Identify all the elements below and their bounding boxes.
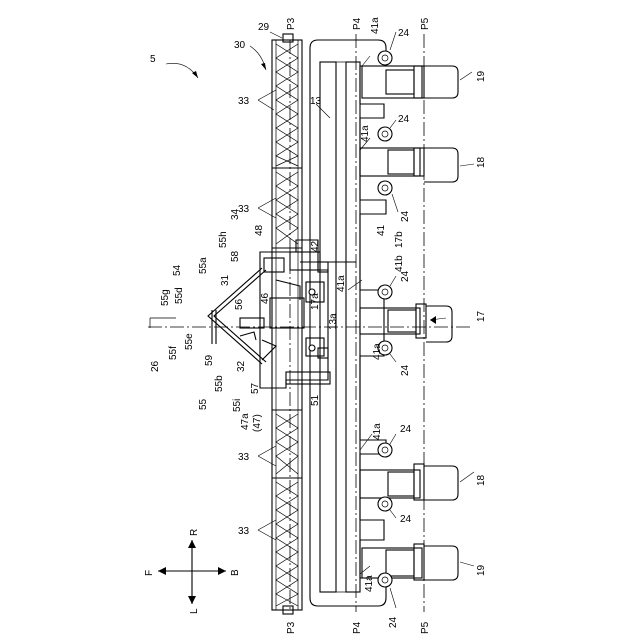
rollers-24 [378, 51, 392, 587]
label-24-8: 24 [388, 616, 399, 628]
compass-front: F [144, 570, 155, 576]
label-24-2: 24 [398, 114, 410, 125]
label-19-top: 19 [476, 70, 487, 82]
label-46: 46 [260, 292, 271, 304]
label-55e: 55e [184, 333, 195, 350]
label-55g: 55g [160, 289, 171, 306]
label-54: 54 [172, 264, 183, 276]
label-55b: 55b [214, 375, 225, 392]
main-frame-41 [310, 40, 386, 606]
label-55f: 55f [168, 346, 179, 360]
label-17a: 17a [310, 293, 321, 310]
label-13: 13 [310, 96, 322, 107]
label-48: 48 [254, 224, 265, 236]
label-58: 58 [230, 250, 241, 262]
label-41a-2: 41a [360, 125, 371, 142]
label-41a-6: 41a [364, 575, 375, 592]
reference-lines [148, 34, 470, 612]
label-56: 56 [234, 298, 245, 310]
label-24-4: 24 [400, 270, 411, 282]
label-47: (47) [252, 414, 263, 432]
label-26: 26 [150, 360, 161, 372]
label-59: 59 [204, 354, 215, 366]
label-24-5: 24 [400, 364, 411, 376]
label-47a: 47a [240, 413, 251, 430]
label-24-6: 24 [400, 424, 412, 435]
label-41b: 41b [394, 255, 405, 272]
wheel-unit-19-bottom [362, 544, 458, 580]
wheel-unit-18-top [360, 148, 458, 182]
label-p3-bottom: P3 [286, 621, 297, 634]
wheel-unit-18-bottom [360, 464, 458, 500]
label-41a-5: 41a [372, 423, 383, 440]
figure-labels: 5 30 29 P3 P4 41a P5 24 19 33 13 41a 24 … [144, 17, 487, 634]
wheel-unit-17 [360, 304, 452, 342]
label-41a-3: 41a [336, 275, 347, 292]
label-19-bottom: 19 [476, 564, 487, 576]
label-33-4: 33 [238, 526, 250, 537]
label-33-3: 33 [238, 452, 250, 463]
label-p3-top: P3 [286, 17, 297, 30]
label-24-3: 24 [400, 210, 411, 222]
label-33-1: 33 [238, 96, 250, 107]
label-5: 5 [150, 54, 156, 65]
compass-right: R [189, 529, 200, 536]
label-p5-bottom: P5 [420, 621, 431, 634]
label-34: 34 [230, 208, 241, 220]
label-18-top: 18 [476, 156, 487, 168]
label-13a: 13a [328, 313, 339, 330]
label-p5-top: P5 [420, 17, 431, 30]
label-p4-bottom: P4 [352, 621, 363, 634]
label-24-1: 24 [398, 28, 410, 39]
label-55h: 55h [218, 231, 229, 248]
wheel-unit-19-top [362, 66, 458, 98]
label-32: 32 [236, 360, 247, 372]
label-55: 55 [198, 398, 209, 410]
label-55d: 55d [174, 287, 185, 304]
label-55a: 55a [198, 257, 209, 274]
label-p4-top: P4 [352, 17, 363, 30]
compass-left: L [189, 608, 200, 614]
label-30: 30 [234, 40, 246, 51]
label-41: 41 [376, 224, 387, 236]
direction-compass [158, 540, 226, 604]
center-mechanism [260, 240, 356, 388]
label-18-bottom: 18 [476, 474, 487, 486]
label-24-7: 24 [400, 514, 412, 525]
compass-back: B [230, 569, 241, 576]
label-55i: 55i [232, 399, 243, 412]
label-41a-top: 41a [370, 17, 381, 34]
label-29: 29 [258, 22, 270, 33]
label-17b: 17b [394, 231, 405, 248]
label-17: 17 [476, 310, 487, 322]
label-57: 57 [250, 382, 261, 394]
chain-column-33 [272, 34, 302, 614]
label-51: 51 [310, 394, 321, 406]
label-41a-4: 41a [372, 343, 383, 360]
label-42: 42 [310, 240, 321, 252]
label-31: 31 [220, 274, 231, 286]
